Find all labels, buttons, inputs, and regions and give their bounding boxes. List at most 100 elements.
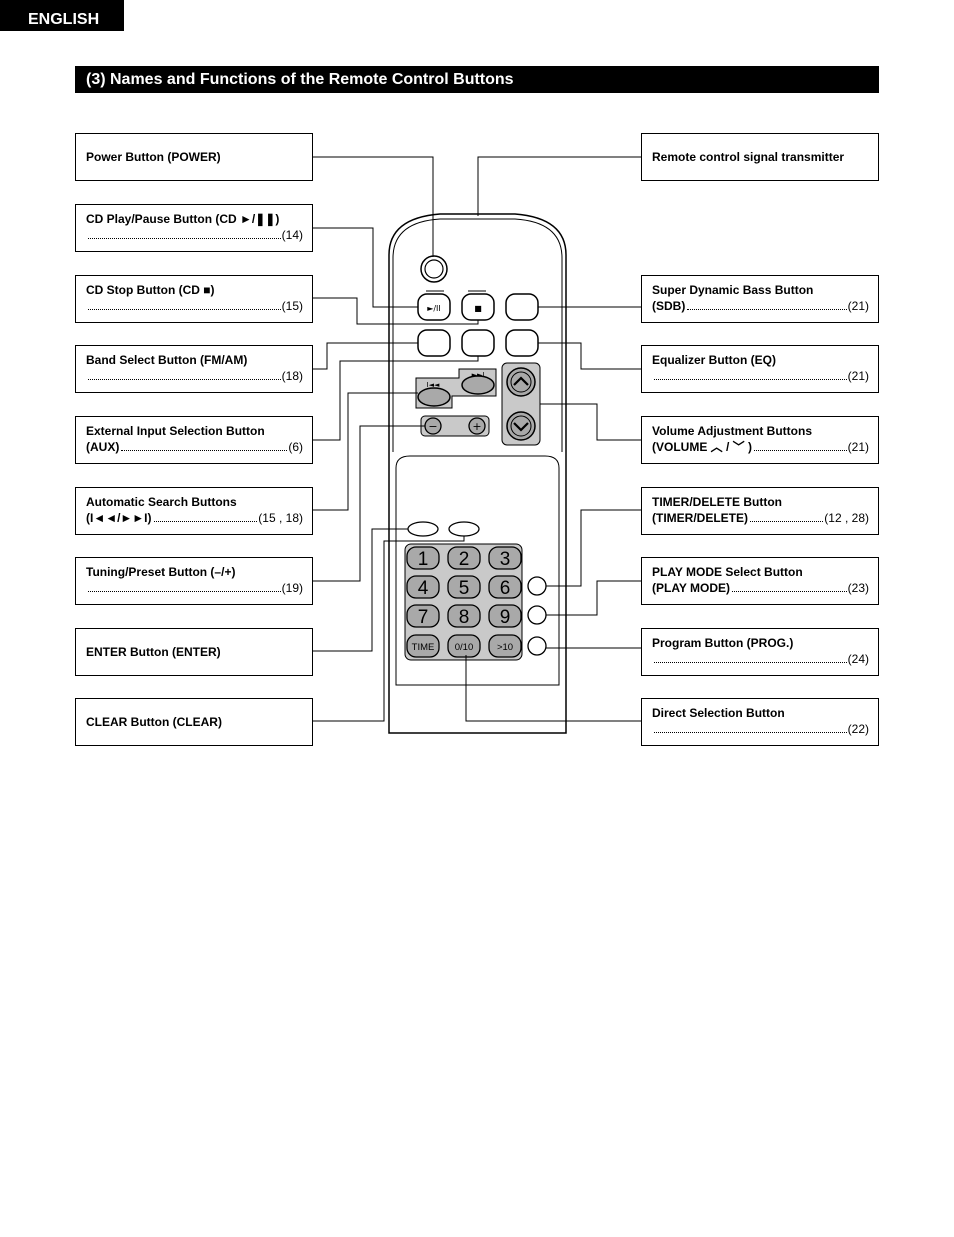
clear-button-drawing <box>448 521 480 537</box>
keypad-key <box>406 575 440 599</box>
callout-volume: Volume Adjustment Buttons (VOLUME ︿ / ﹀ … <box>641 416 879 464</box>
callout-enter: ENTER Button (ENTER) <box>75 628 313 676</box>
callout-direct-selection-label: Direct Selection Button <box>652 706 785 720</box>
plus-symbol: + <box>472 420 481 433</box>
callout-direct-selection-page: (22) <box>847 722 869 736</box>
callout-clear: CLEAR Button (CLEAR) <box>75 698 313 746</box>
language-tab: ENGLISH <box>0 0 124 31</box>
skip-back-button-drawing <box>417 387 451 407</box>
callout-enter-label: ENTER Button (ENTER) <box>86 645 221 659</box>
keypad-key <box>406 604 440 628</box>
callout-aux-label: External Input Selection Button <box>86 424 265 438</box>
callout-volume-label: Volume Adjustment Buttons <box>652 424 812 438</box>
callout-sdb-page: (21) <box>847 299 869 313</box>
leader-lines <box>313 156 641 722</box>
section-title: (3) Names and Functions of the Remote Co… <box>75 66 879 93</box>
keypad-key <box>488 575 522 599</box>
keypad-key-label: 9 <box>500 607 511 628</box>
play-mode-button-drawing <box>527 605 547 625</box>
callout-volume-page: (21) <box>847 440 869 454</box>
keypad-panel <box>404 543 523 661</box>
callout-signal-transmitter-label: Remote control signal transmitter <box>652 150 845 164</box>
callout-cd-play-pause-page: (14) <box>281 228 303 242</box>
timer-delete-button-drawing <box>527 576 547 596</box>
keypad-key <box>406 634 440 658</box>
callout-play-mode-code: (PLAY MODE) <box>652 581 731 595</box>
keypad-key-label: 2 <box>459 549 470 570</box>
eq-button-drawing <box>505 329 539 357</box>
callout-tuning-preset: Tuning/Preset Button (–/+) (19) <box>75 557 313 605</box>
callout-timer-delete: TIMER/DELETE Button (TIMER/DELETE) (12 , … <box>641 487 879 535</box>
callout-power: Power Button (POWER) <box>75 133 313 181</box>
callout-clear-label: CLEAR Button (CLEAR) <box>86 715 222 729</box>
callout-eq-label: Equalizer Button (EQ) <box>652 353 776 367</box>
callout-band-select: Band Select Button (FM/AM) (18) <box>75 345 313 393</box>
callout-program-label: Program Button (PROG.) <box>652 636 794 650</box>
keypad-key-label: 6 <box>500 578 511 599</box>
keypad-key <box>488 604 522 628</box>
callout-sdb-label: Super Dynamic Bass Button <box>652 283 814 297</box>
keypad-key-label: TIME <box>412 642 435 653</box>
callout-play-mode: PLAY MODE Select Button (PLAY MODE) (23) <box>641 557 879 605</box>
callout-aux-page: (6) <box>288 440 303 454</box>
power-button-drawing <box>420 255 448 283</box>
keypad-key-label: 0/10 <box>455 642 474 653</box>
callout-tuning-preset-label: Tuning/Preset Button (–/+) <box>86 565 236 579</box>
callout-direct-selection: Direct Selection Button (22) <box>641 698 879 746</box>
callout-sdb: Super Dynamic Bass Button (SDB) (21) <box>641 275 879 323</box>
keypad-key <box>447 604 481 628</box>
callout-auto-search-code: (I◄◄/►►I) <box>86 511 152 525</box>
callout-signal-transmitter: Remote control signal transmitter <box>641 133 879 181</box>
skip-forward-button-drawing <box>461 375 495 395</box>
callout-cd-stop: CD Stop Button (CD ■) (15) <box>75 275 313 323</box>
callout-play-mode-page: (23) <box>847 581 869 595</box>
keypad-key-label: 1 <box>418 549 429 570</box>
keypad-key-label: 5 <box>459 578 470 599</box>
plus-button-drawing <box>468 417 486 435</box>
callout-eq: Equalizer Button (EQ) (21) <box>641 345 879 393</box>
callout-program: Program Button (PROG.) (24) <box>641 628 879 676</box>
stop-symbol: ■ <box>474 304 482 313</box>
skip-back-symbol: I◄◄ <box>427 381 440 389</box>
volume-up-icon <box>513 376 529 386</box>
callout-auto-search-page: (15 , 18) <box>258 511 303 525</box>
fm-am-button-drawing <box>417 329 451 357</box>
callout-cd-play-pause: CD Play/Pause Button (CD ►/❚❚) (14) <box>75 204 313 252</box>
keypad-key-label: 8 <box>459 607 470 628</box>
callout-band-select-label: Band Select Button (FM/AM) <box>86 353 248 367</box>
callout-volume-code: (VOLUME ︿ / ﹀ ) <box>652 440 752 454</box>
callout-timer-delete-page: (12 , 28) <box>824 511 869 525</box>
keypad-key <box>406 546 440 570</box>
keypad-key <box>488 546 522 570</box>
keypad-key <box>447 575 481 599</box>
callout-cd-stop-page: (15) <box>281 299 303 313</box>
callout-cd-play-pause-label: CD Play/Pause Button (CD ►/❚❚) <box>86 212 280 226</box>
callout-aux: External Input Selection Button (AUX) (6) <box>75 416 313 464</box>
callout-power-label: Power Button (POWER) <box>86 150 221 164</box>
callout-play-mode-label: PLAY MODE Select Button <box>652 565 803 579</box>
callout-band-select-page: (18) <box>281 369 303 383</box>
callout-program-page: (24) <box>847 652 869 666</box>
callout-timer-delete-label: TIMER/DELETE Button <box>652 495 782 509</box>
skip-forward-symbol: ►►I <box>472 371 485 379</box>
keypad-key-label: >10 <box>497 642 513 653</box>
keypad-key-label: 7 <box>418 607 429 628</box>
keypad-key <box>447 546 481 570</box>
callout-cd-stop-label: CD Stop Button (CD ■) <box>86 283 215 297</box>
play-pause-symbol: ►/II <box>427 304 441 313</box>
callout-aux-code: (AUX) <box>86 440 120 454</box>
volume-down-icon <box>513 422 529 432</box>
keypad-key <box>488 634 522 658</box>
callout-sdb-code: (SDB) <box>652 299 686 313</box>
callout-timer-delete-code: (TIMER/DELETE) <box>652 511 748 525</box>
callout-eq-page: (21) <box>847 369 869 383</box>
aux-button-drawing <box>461 329 495 357</box>
enter-button-drawing <box>407 521 439 537</box>
keypad-key <box>447 634 481 658</box>
callout-auto-search-label: Automatic Search Buttons <box>86 495 237 509</box>
keypad-key-label: 4 <box>418 578 429 599</box>
minus-symbol: − <box>428 420 437 433</box>
callout-tuning-preset-page: (19) <box>281 581 303 595</box>
